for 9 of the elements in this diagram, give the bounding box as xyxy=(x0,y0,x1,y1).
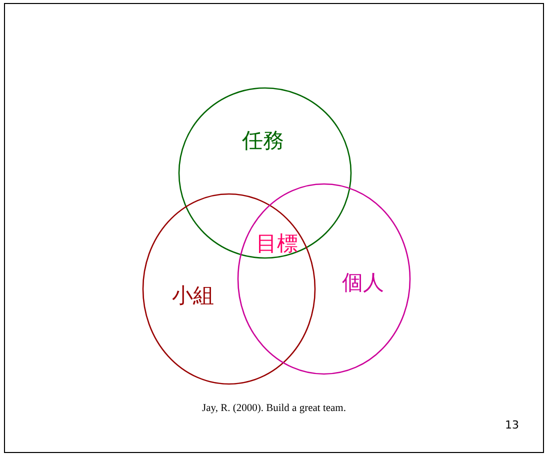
page-number: 13 xyxy=(505,420,519,430)
citation-text: Jay, R. (2000). Build a great team. xyxy=(202,404,346,414)
venn-circle xyxy=(237,183,411,375)
circle-label: 個人 xyxy=(342,272,384,294)
venn-circle xyxy=(142,193,316,385)
overlap-label: 目標 xyxy=(256,234,298,254)
circle-label: 任務 xyxy=(242,130,284,152)
circle-label: 小組 xyxy=(172,286,214,306)
venn-circle xyxy=(178,87,352,259)
